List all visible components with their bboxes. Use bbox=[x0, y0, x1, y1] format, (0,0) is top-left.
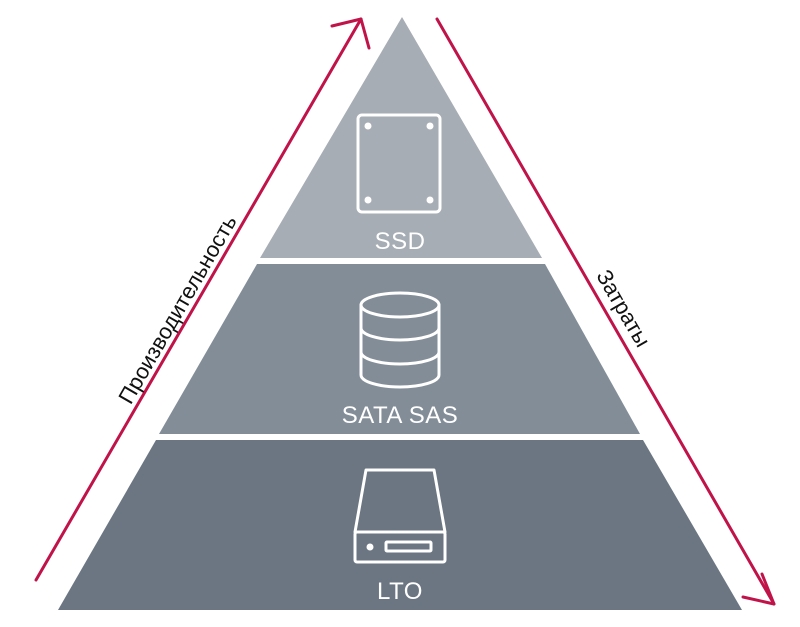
costs-arrow bbox=[435, 17, 776, 606]
pyramid-tier-sata-sas bbox=[159, 264, 640, 434]
tier-label-sata-sas: SATA SAS bbox=[342, 402, 459, 429]
tape-drive-icon bbox=[353, 468, 447, 564]
ssd-drive-icon bbox=[356, 113, 442, 214]
performance-arrow bbox=[34, 17, 371, 582]
database-icon bbox=[359, 291, 441, 389]
pyramid-tier-ssd bbox=[260, 17, 542, 258]
costs-axis-label: Затраты bbox=[591, 265, 655, 351]
tier-label-lto: LTO bbox=[377, 578, 423, 605]
tier-label-ssd: SSD bbox=[375, 228, 426, 255]
pyramid-tier-lto bbox=[58, 440, 742, 610]
